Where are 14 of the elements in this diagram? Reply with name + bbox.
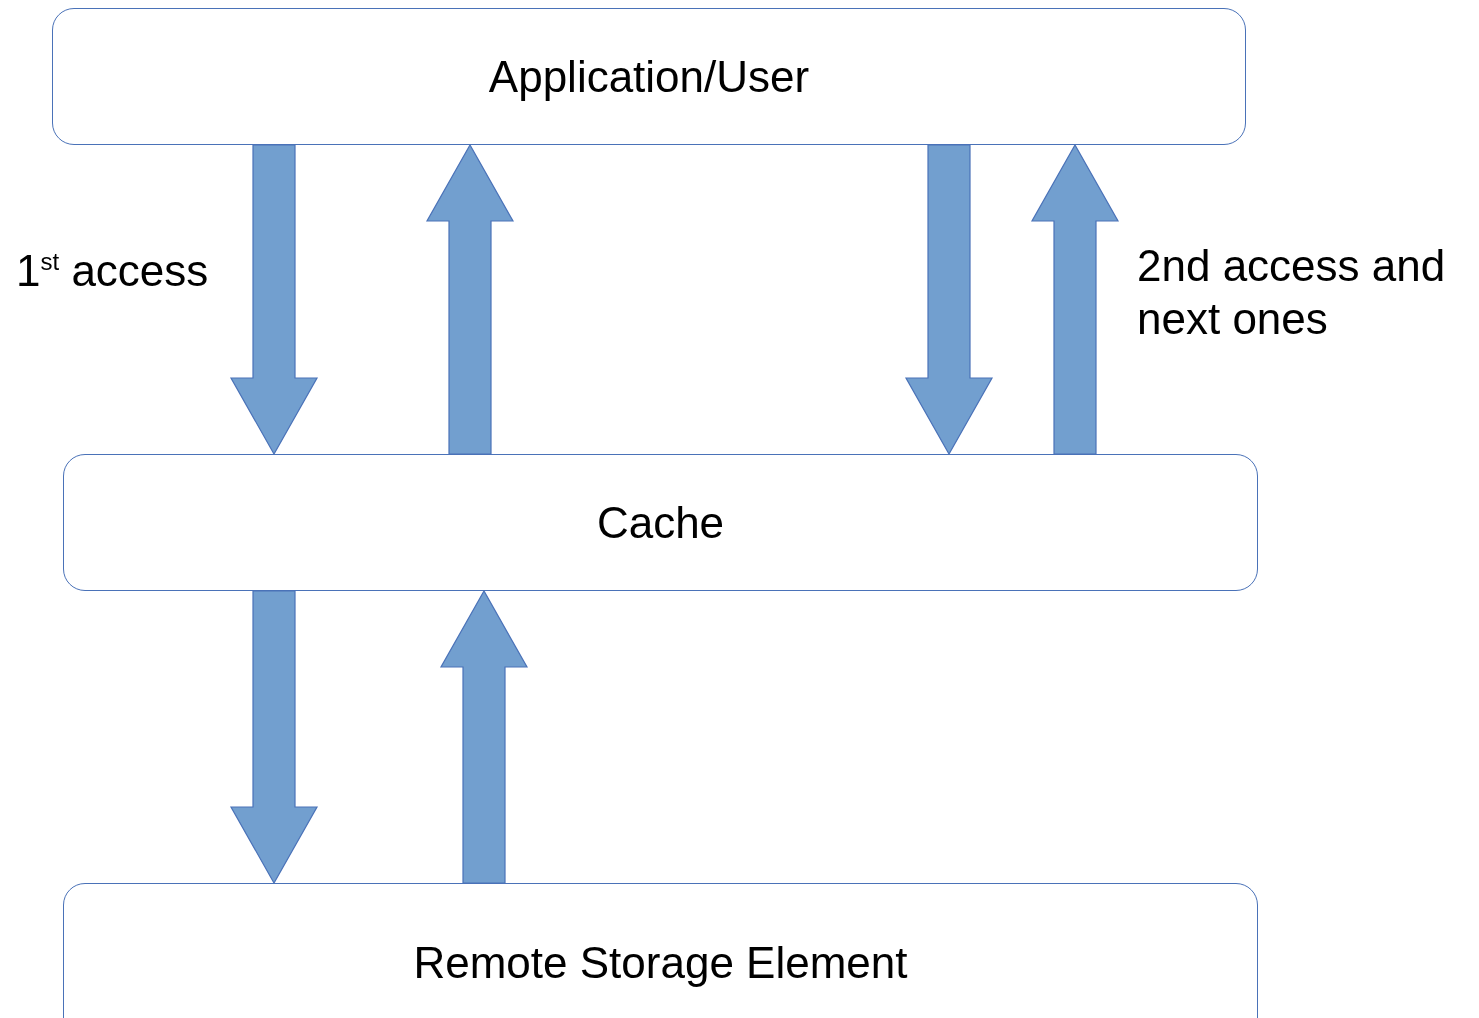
block-arrow — [229, 590, 319, 885]
node-label: Cache — [596, 497, 725, 548]
block-arrow — [904, 144, 994, 456]
block-arrow — [425, 143, 515, 455]
block-arrow — [229, 144, 319, 456]
process-box — [52, 8, 1246, 145]
node-label: Remote Storage Element — [413, 938, 908, 988]
process-box — [63, 454, 1258, 591]
process-box — [63, 883, 1258, 1018]
node-label: Application/User — [488, 51, 810, 102]
block-arrow — [1030, 143, 1120, 455]
annotation-text: 1$^{st}$ access — [16, 245, 209, 297]
annotation-text: 2nd access and next ones — [1137, 240, 1447, 345]
block-arrow — [439, 589, 529, 884]
